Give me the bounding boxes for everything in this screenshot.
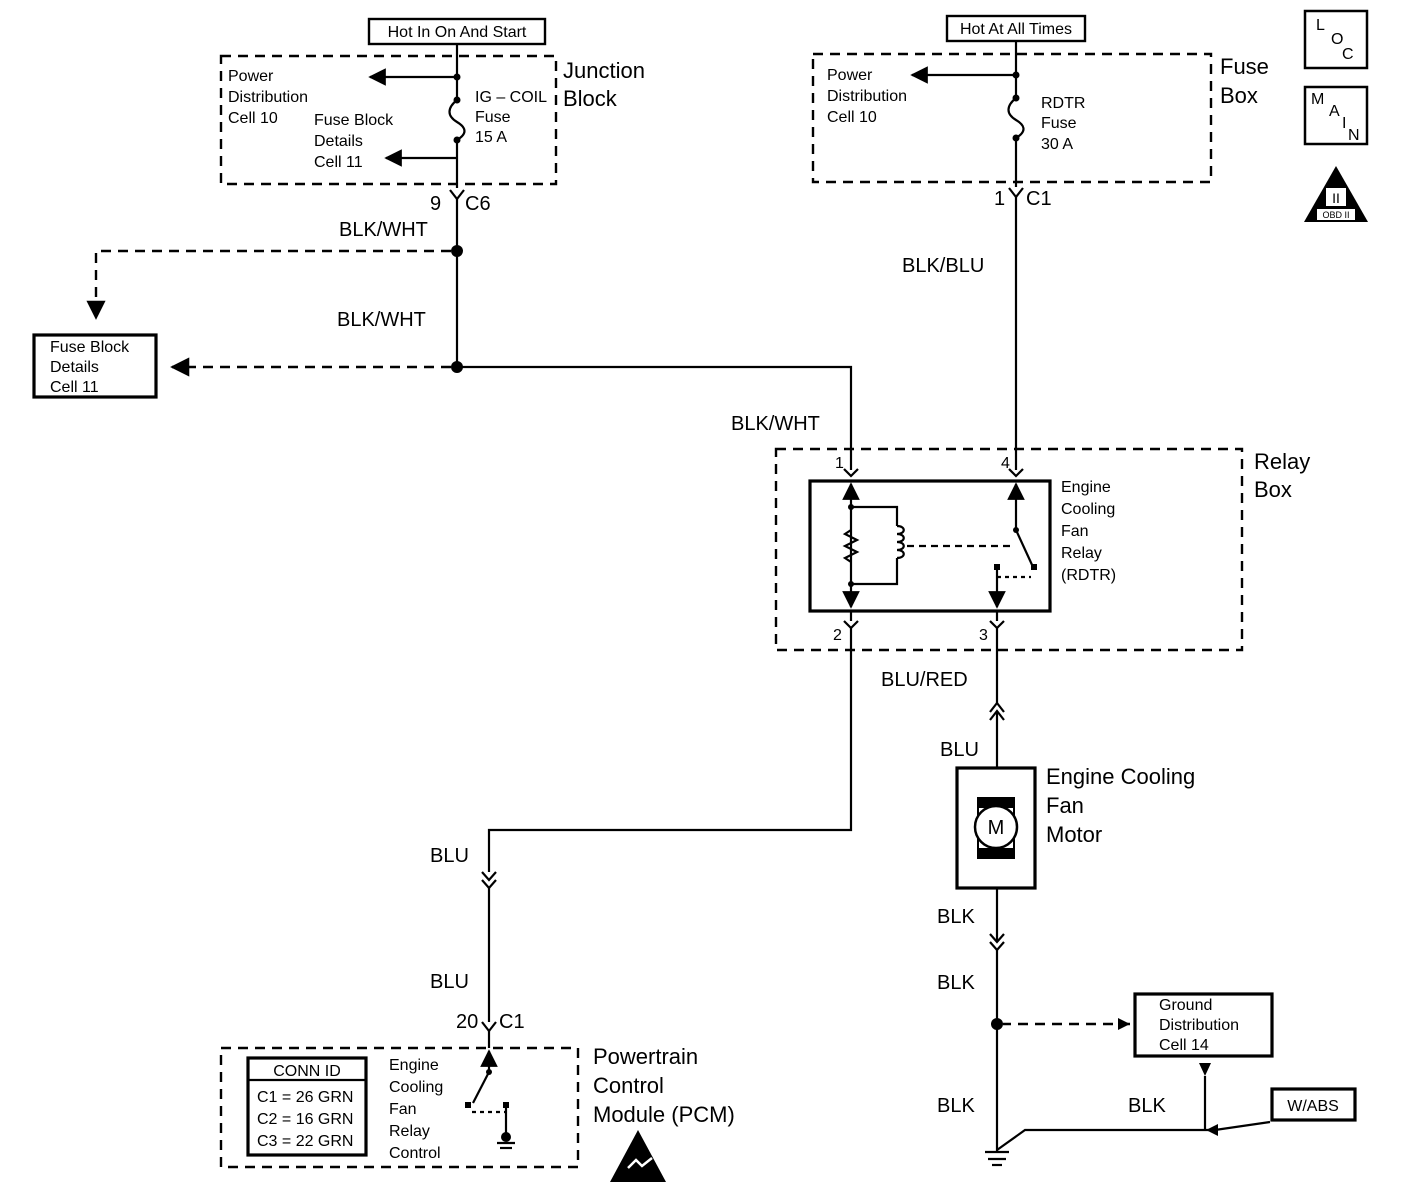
wire-label-blu-3: BLU [430,971,469,993]
svg-text:C: C [1342,46,1354,63]
hot-all-times-label: Hot At All Times [960,21,1072,38]
hot-run-start-label: Hot In On And Start [388,24,527,41]
conn-id-row: C2 = 16 GRN [257,1111,353,1128]
svg-text:A: A [1329,103,1340,120]
power-dist-cell10-b: Power Distribution Cell 10 [827,67,911,126]
wire-label-blu-1: BLU [940,739,979,761]
wire-label-blk-1: BLK [937,906,975,928]
dashed-branch-1 [86,249,451,320]
pcm-switch [472,1071,490,1104]
fuse-block-details-box: Fuse Block Details Cell 11 [32,333,158,399]
wire-label-blk-wht-3: BLK/WHT [731,413,820,435]
pcm-relay-control-label: Engine Cooling Fan Relay Control [389,1057,448,1162]
svg-text:L: L [1316,17,1325,34]
fuse-box-title: Fuse Box [1220,54,1275,108]
svg-text:N: N [1348,127,1360,144]
relay-box-title: Relay Box [1254,449,1316,502]
fuse-box: Hot At All Times Power Distribution Cell… [811,14,1275,187]
main-icon: M A I N [1303,85,1369,146]
pin-1: 1 [835,455,844,472]
junction-block: Hot In On And Start Power Distribution C… [219,17,651,186]
junction-block-title: Junction Block [563,58,651,111]
ground-dist-label: Ground Distribution Cell 14 [1159,997,1243,1054]
conn-id-title: CONN ID [273,1063,341,1080]
fuse-box-outline [811,52,1213,184]
wire-label-blu-2: BLU [430,845,469,867]
blu-wire-relay-pcm [487,628,853,872]
ground-distribution-box: Ground Distribution Cell 14 [1133,992,1274,1130]
wire-label-blu-red: BLU/RED [881,669,968,691]
engine-cooling-fan-motor: M Engine Cooling Fan Motor [955,764,1201,890]
svg-text:20: 20 [456,1011,478,1033]
splice-1 [451,245,463,257]
w-abs-box: W/ABS [1270,1087,1357,1122]
wire-label-blk-wht-1: BLK/WHT [339,219,428,241]
pcm-module: Engine Cooling Fan Relay Control CONN ID… [219,1031,735,1169]
relay-name: Engine Cooling Fan Relay (RDTR) [1061,479,1120,584]
connector-c1-bottom [481,1021,497,1033]
svg-text:C1: C1 [499,1011,525,1033]
splice-3 [991,1018,1003,1030]
svg-text:OBD II: OBD II [1322,210,1349,220]
obd-ii-icon: II OBD II [1304,166,1368,222]
blk-wht-to-relay [457,365,853,470]
conn-id-table: CONN ID C1 = 26 GRN C2 = 16 GRN C3 = 22 … [246,1056,368,1157]
relay-box: Relay Box 1 4 Engine Cooling Fan Relay (… [774,447,1316,652]
fuse-block-details-b: Fuse Block Details Cell 11 [50,339,134,396]
svg-text:1: 1 [994,188,1005,210]
svg-text:M: M [1311,91,1324,108]
fuse-block-details-a: Fuse Block Details Cell 11 [314,112,398,171]
relay-coil [896,524,905,560]
relay-box-outline [774,447,1244,652]
pin-2: 2 [833,627,842,644]
connector-c6: 9 C6 [430,181,491,215]
blk-wht-wire: BLK/WHT BLK/WHT BLK/WHT [86,199,853,470]
connector-c1-top: 1 C1 [994,187,1052,210]
conn-id-row: C3 = 22 GRN [257,1133,353,1150]
w-abs-ground-wire [996,1120,1271,1151]
rdtr-fuse-label: RDTR Fuse 30 A [1041,95,1090,153]
relay-switch [1015,529,1034,568]
pcm-name: Powertrain Control Module (PCM) [593,1044,735,1127]
svg-text:I: I [1342,115,1346,132]
wire-label-blk-wht-2: BLK/WHT [337,309,426,331]
wire-label-blk-3: BLK [937,1095,975,1117]
inline-connector-3 [481,871,497,890]
loc-icon: L O C [1303,9,1369,70]
svg-text:O: O [1331,31,1343,48]
svg-text:II: II [1332,190,1340,206]
ig-coil-fuse-symbol [448,99,466,141]
pin-4: 4 [1001,455,1010,472]
svg-text:C1: C1 [1026,188,1052,210]
wire-label-blk-4: BLK [1128,1095,1166,1117]
relay-resistor [842,529,860,563]
esd-warning-icon [610,1130,666,1182]
wire-label-blk-blu: BLK/BLU [902,255,984,277]
ground-symbol [985,1150,1009,1167]
power-dist-cell10-a: Power Distribution Cell 10 [228,68,312,127]
wire-label-blk-2: BLK [937,972,975,994]
w-abs-label: W/ABS [1287,1098,1339,1115]
pcm-outline [219,1046,580,1169]
conn-id-row: C1 = 26 GRN [257,1089,353,1106]
junction-block-outline [219,54,558,186]
svg-text:C6: C6 [465,193,491,215]
ig-coil-fuse-label: IG – COIL Fuse 15 A [475,89,551,146]
pin-3: 3 [979,627,988,644]
motor-symbol: M [988,817,1005,839]
junction-node-top [453,73,461,81]
motor-name: Engine Cooling Fan Motor [1046,764,1201,847]
relay-body [808,479,1052,613]
svg-text:9: 9 [430,193,441,215]
rdtr-fuse-symbol [1007,97,1025,139]
